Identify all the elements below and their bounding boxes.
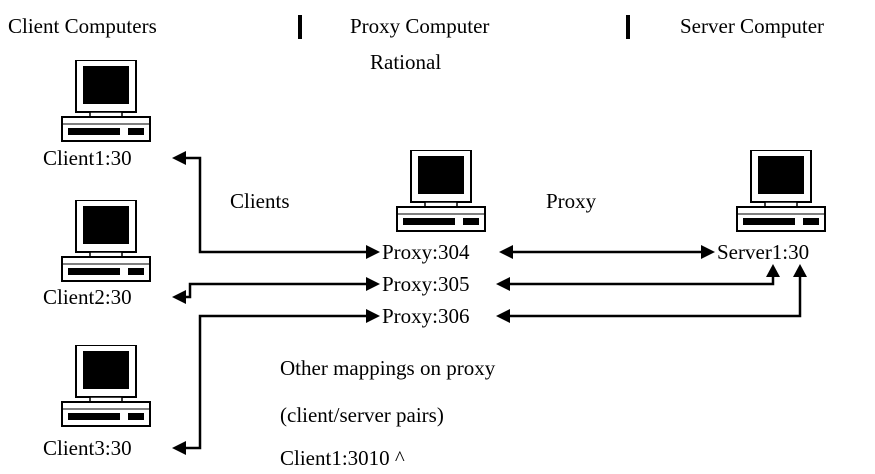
- arrowhead-icon: [701, 245, 715, 259]
- client1-computer-icon: [61, 60, 151, 142]
- proxy306-server-link: [510, 276, 802, 318]
- arrowhead-icon: [496, 309, 510, 323]
- column-subheader-proxy: Rational: [370, 50, 442, 74]
- proxy305-server-link: [510, 276, 775, 286]
- arrowhead-icon: [499, 245, 513, 259]
- column-header-proxy: Proxy Computer: [350, 14, 490, 38]
- client2-proxy305-link: [185, 282, 366, 299]
- column-divider: [298, 15, 302, 39]
- client1-label: Client1:30: [43, 146, 132, 170]
- arrowhead-icon: [766, 264, 780, 277]
- client3-label: Client3:30: [43, 436, 132, 460]
- proxy-port-305: Proxy:305: [382, 272, 470, 296]
- server-computer-icon: [736, 150, 826, 232]
- note-line-1: Other mappings on proxy: [280, 356, 496, 380]
- arrowhead-icon: [172, 151, 186, 165]
- column-divider: [626, 15, 630, 39]
- server-label: Server1:30: [717, 240, 810, 264]
- proxy-port-306: Proxy:306: [382, 304, 470, 328]
- client1-proxy304-link: [185, 156, 366, 254]
- column-header-server: Server Computer: [680, 14, 825, 38]
- arrowhead-icon: [496, 277, 510, 291]
- client3-proxy306-link: [185, 314, 366, 450]
- arrowhead-icon: [366, 309, 380, 323]
- arrowhead-icon: [366, 245, 380, 259]
- client2-computer-icon: [61, 200, 151, 282]
- arrowhead-icon: [172, 441, 186, 455]
- arrowhead-icon: [793, 264, 807, 277]
- proxy-computer-icon: [396, 150, 486, 232]
- column-header-clients: Client Computers: [8, 14, 157, 38]
- arrowhead-icon: [172, 290, 186, 304]
- client2-label: Client2:30: [43, 285, 132, 309]
- note-line-2: (client/server pairs): [280, 403, 444, 427]
- segment-label-proxy: Proxy: [546, 189, 597, 213]
- segment-label-clients: Clients: [230, 189, 290, 213]
- arrowhead-icon: [366, 277, 380, 291]
- client3-computer-icon: [61, 345, 151, 427]
- proxy-port-304: Proxy:304: [382, 240, 470, 264]
- note-line-3: Client1:3010 ^: [280, 446, 405, 470]
